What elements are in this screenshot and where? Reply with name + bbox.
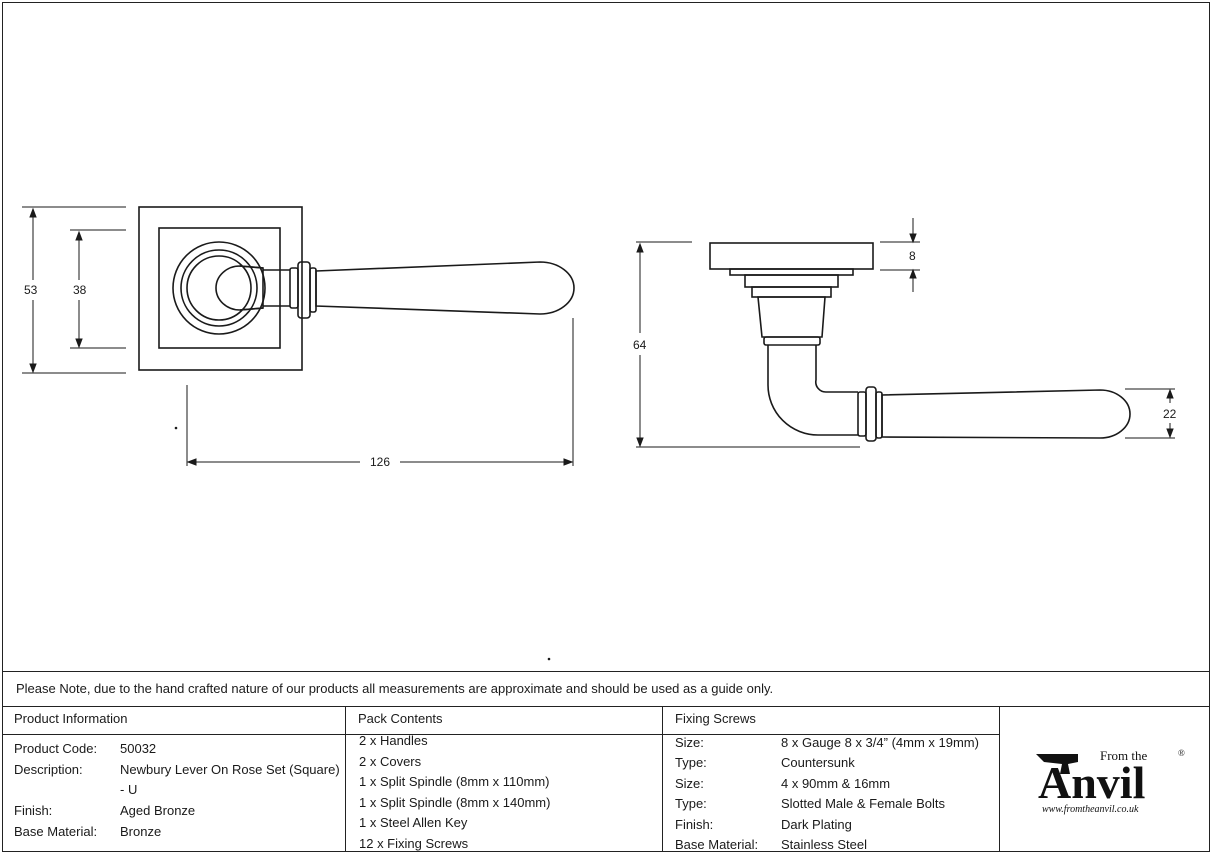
svg-text:Anvil: Anvil (1038, 757, 1145, 808)
lever-front (315, 261, 575, 315)
dim-rose-thickness: 8 (909, 249, 916, 263)
front-view (138, 206, 575, 371)
svg-text:®: ® (1178, 748, 1185, 758)
product-information-heading: Product Information (14, 711, 128, 726)
svg-text:From the: From the (1100, 748, 1148, 763)
rose-inner (158, 227, 281, 349)
measurement-note: Please Note, due to the hand crafted nat… (16, 681, 774, 696)
product-information-panel: Product Information Product Code: 50032 … (2, 707, 346, 852)
pack-item: 1 x Split Spindle (8mm x 140mm) (359, 795, 551, 810)
product-base-material: Bronze (120, 824, 162, 839)
pack-contents-heading: Pack Contents (358, 711, 443, 726)
product-description: Newbury Lever On Rose Set (Square) (120, 762, 340, 777)
from-the-anvil-logo: From the Anvil ® www.fromtheanvil.co.uk (1036, 748, 1185, 815)
pack-item: 2 x Covers (359, 754, 422, 769)
note-bar: Please Note, due to the hand crafted nat… (2, 671, 1210, 707)
rose-outer (138, 206, 303, 371)
fixing-screws-panel: Fixing Screws Size: 8 x Gauge 8 x 3/4” (… (663, 707, 1000, 852)
lever-side (881, 389, 1131, 439)
pack-item: 12 x Fixing Screws (359, 836, 469, 851)
pack-contents-panel: Pack Contents 2 x Handles 2 x Covers 1 x… (346, 707, 663, 852)
dim-front-outer-height: 53 (24, 283, 38, 297)
dim-front-inner-height: 38 (73, 283, 87, 297)
side-view (709, 242, 1131, 442)
product-finish: Aged Bronze (120, 803, 196, 818)
technical-drawing: 53 38 126 64 8 22 (22, 206, 1177, 661)
dim-side-height: 64 (633, 338, 647, 352)
dim-lever-diameter: 22 (1163, 407, 1177, 421)
rose-side (709, 242, 874, 270)
rose-ring-outer (172, 241, 266, 335)
product-code: 50032 (120, 741, 157, 756)
dim-front-length: 126 (370, 455, 390, 469)
pack-item: 1 x Split Spindle (8mm x 110mm) (359, 774, 550, 789)
product-description-cont: - U (120, 782, 138, 797)
fixing-screws-heading: Fixing Screws (675, 711, 756, 726)
pack-item: 2 x Handles (359, 733, 428, 748)
pack-item: 1 x Steel Allen Key (359, 815, 468, 830)
anvil-icon (1036, 754, 1078, 774)
svg-text:www.fromtheanvil.co.uk: www.fromtheanvil.co.uk (1042, 804, 1139, 815)
